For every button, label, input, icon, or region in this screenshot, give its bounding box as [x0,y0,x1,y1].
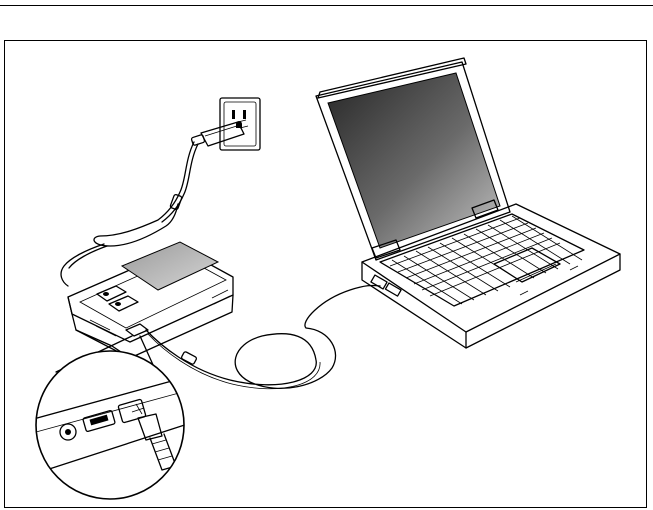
tester-screen [122,242,218,290]
wall-outlet [220,98,260,150]
laptop-computer [316,58,620,348]
tester-icon [97,286,138,311]
port-detail-callout [30,351,200,500]
usb-cable [146,285,380,388]
handheld-tester [68,242,233,358]
